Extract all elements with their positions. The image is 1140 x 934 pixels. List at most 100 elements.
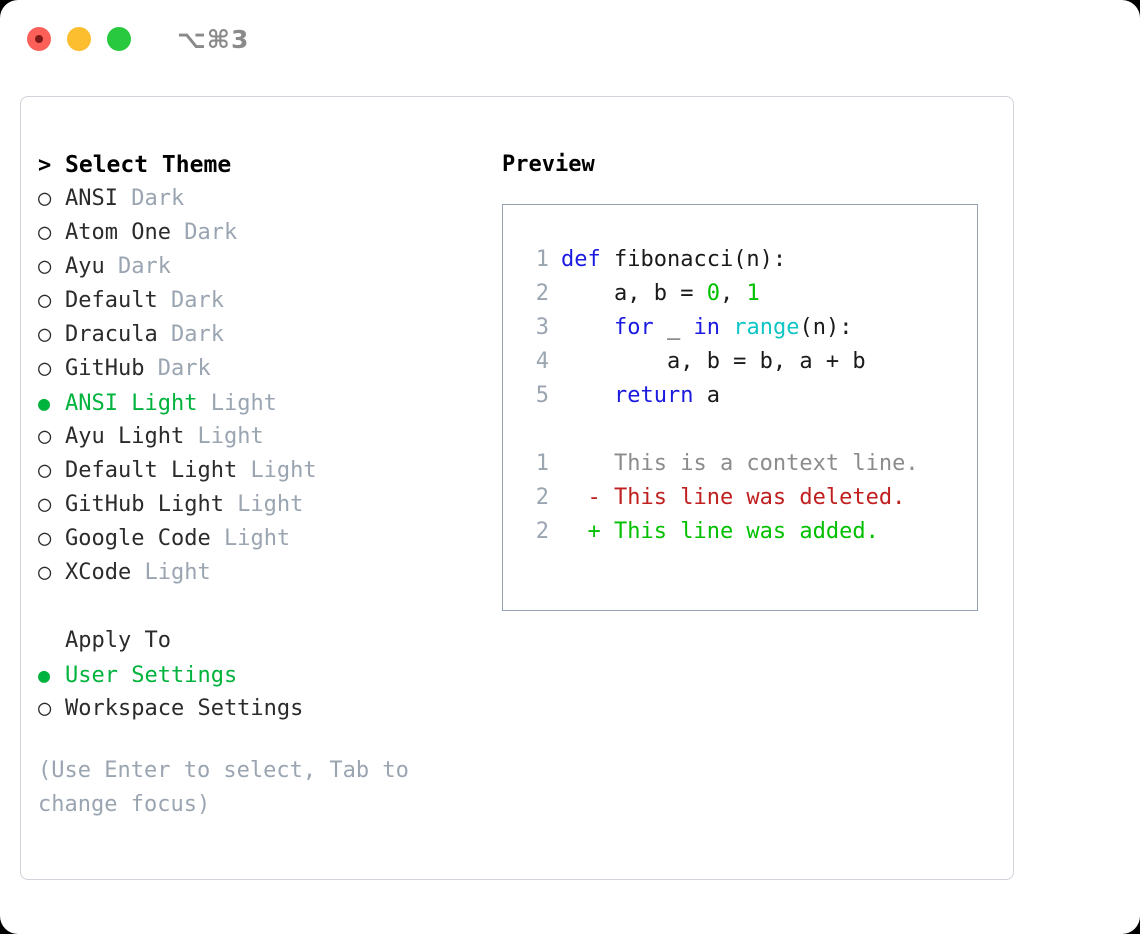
theme-list-item[interactable]: ○ Ayu Light Light [38, 420, 488, 454]
theme-list-item[interactable]: ○Default Light Light [38, 454, 488, 488]
theme-variant-badge: Light [237, 492, 304, 517]
code-token: a, b = [561, 281, 707, 306]
theme-variant-badge: Dark [184, 220, 238, 245]
theme-list-item[interactable]: ○ANSI Dark [38, 182, 488, 216]
radio-selected-icon: ● [38, 663, 51, 687]
theme-list-item[interactable]: ○Dracula Dark [38, 318, 488, 352]
diff-sign: - [561, 485, 614, 510]
theme-variant-badge: Light [197, 424, 264, 449]
theme-name: Default [65, 288, 171, 313]
theme-name: ANSI [65, 186, 132, 211]
apply-to-item[interactable]: ● User Settings [38, 658, 488, 692]
theme-variant-badge: Light [210, 391, 277, 416]
diff-text: This is a context line. [613, 451, 919, 476]
theme-selector-pane: > Select Theme ○ANSI Dark○Atom One Dark○… [38, 148, 488, 822]
maximize-button[interactable] [107, 27, 131, 51]
code-token: range [733, 315, 800, 340]
preview-title: Preview [502, 152, 595, 177]
code-token: in [693, 315, 720, 340]
code-token: 1 [746, 281, 760, 306]
theme-name: Ayu [65, 254, 118, 279]
title-bar: ⌥⌘3 [0, 0, 1140, 78]
theme-variant-badge: Dark [157, 356, 211, 381]
theme-variant-badge: Light [250, 458, 317, 483]
theme-variant-badge: Dark [117, 254, 171, 279]
close-button[interactable] [27, 27, 51, 51]
code-token [561, 311, 614, 345]
theme-list: ○ANSI Dark○Atom One Dark○Ayu Dark○Defaul… [38, 182, 488, 590]
radio-unselected-icon: ○ [38, 424, 52, 449]
prompt-icon: > [38, 153, 52, 178]
theme-name: Default Light [65, 458, 251, 483]
code-line: 2 a, b = 0, 1 [515, 277, 977, 311]
theme-name: GitHub [65, 356, 158, 381]
theme-list-item[interactable]: ○GitHub Light Light [38, 488, 488, 522]
diff-line: 2 - This line was deleted. [515, 481, 977, 515]
code-token [720, 311, 733, 345]
diff-sample: 1 This is a context line.2 - This line w… [515, 447, 977, 549]
theme-name: Atom One [65, 220, 185, 245]
code-token: (n): [799, 315, 853, 340]
line-number: 5 [535, 383, 549, 408]
code-diff-gap [515, 413, 977, 447]
theme-list-item[interactable]: ○Google Code Light [38, 522, 488, 556]
code-token: , [719, 281, 747, 306]
radio-selected-icon: ● [38, 391, 51, 415]
code-token: return [613, 383, 694, 408]
apply-to-label: User Settings [65, 663, 238, 688]
radio-unselected-icon: ○ [38, 254, 52, 279]
line-number: 2 [535, 485, 549, 510]
theme-variant-badge: Dark [170, 288, 224, 313]
line-number: 3 [535, 315, 549, 340]
theme-list-item[interactable]: ● ANSI Light Light [38, 386, 488, 420]
theme-variant-badge: Dark [170, 322, 224, 347]
theme-name: Ayu Light [65, 424, 198, 449]
theme-list-item[interactable]: ○ Ayu Dark [38, 250, 488, 284]
radio-unselected-icon: ○ [38, 492, 52, 517]
code-token: 0 [706, 281, 720, 306]
content-frame: > Select Theme ○ANSI Dark○Atom One Dark○… [20, 96, 1014, 880]
theme-list-item[interactable]: ○ GitHub Dark [38, 352, 488, 386]
diff-line: 1 This is a context line. [515, 447, 977, 481]
code-line: 4 a, b = b, a + b [515, 345, 977, 379]
apply-to-item[interactable]: ○Workspace Settings [38, 692, 488, 726]
code-line: 3 for _ in range(n): [515, 311, 977, 345]
line-number: 2 [535, 281, 549, 306]
line-number: 1 [535, 247, 549, 272]
select-theme-heading: > Select Theme [38, 148, 488, 182]
code-token [561, 379, 614, 413]
code-token: def [561, 247, 614, 272]
radio-unselected-icon: ○ [38, 322, 52, 347]
radio-unselected-icon: ○ [38, 696, 52, 721]
theme-list-item[interactable]: ○Default Dark [38, 284, 488, 318]
diff-text: This line was deleted. [613, 485, 906, 510]
code-token: for [613, 315, 654, 340]
diff-text: This line was added. [613, 519, 879, 544]
theme-name: Google Code [65, 526, 224, 551]
line-number: 2 [535, 519, 549, 544]
theme-list-item[interactable]: ○Atom One Dark [38, 216, 488, 250]
theme-variant-badge: Light [144, 560, 211, 585]
line-number: 4 [535, 349, 549, 374]
list-spacer [38, 590, 488, 624]
apply-to-heading: Apply To [38, 624, 488, 658]
radio-unselected-icon: ○ [38, 356, 52, 381]
apply-to-indent [38, 624, 65, 658]
theme-variant-badge: Dark [131, 186, 185, 211]
line-number: 1 [535, 451, 549, 476]
code-token: a, b = b, a + b [561, 349, 866, 374]
minimize-button[interactable] [67, 27, 91, 51]
theme-name: ANSI Light [65, 391, 211, 416]
code-token: a [693, 383, 720, 408]
code-token: fibonacci(n): [613, 247, 787, 272]
select-theme-heading-label: Select Theme [65, 152, 232, 178]
apply-to-list: ● User Settings ○Workspace Settings [38, 658, 488, 726]
theme-variant-badge: Light [223, 526, 291, 551]
apply-to-heading-label: Apply To [65, 628, 171, 653]
code-token: _ [653, 315, 694, 340]
radio-unselected-icon: ○ [38, 560, 52, 585]
theme-name: XCode [65, 560, 145, 585]
code-line: 1 def fibonacci(n): [515, 243, 977, 277]
theme-list-item[interactable]: ○ XCode Light [38, 556, 488, 590]
